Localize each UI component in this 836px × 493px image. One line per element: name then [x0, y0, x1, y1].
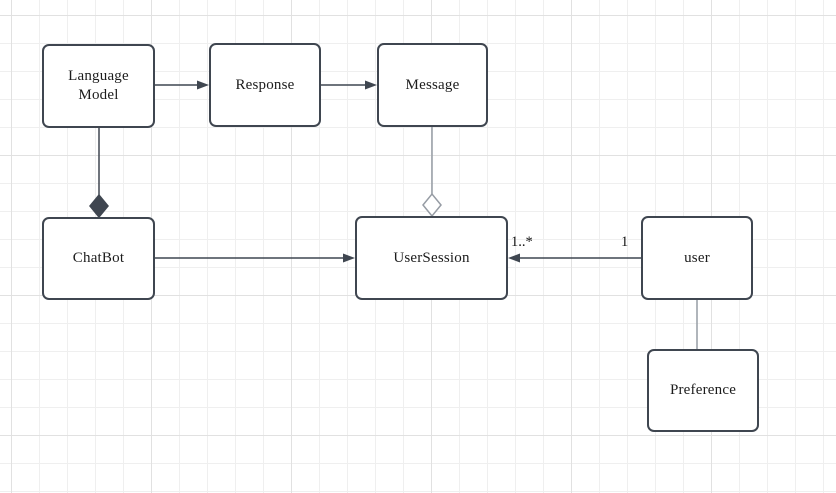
- node-language-model[interactable]: Language Model: [42, 44, 155, 128]
- edge-chatbot-to-usersession[interactable]: [155, 253, 355, 263]
- node-label-user: user: [684, 249, 710, 266]
- node-chatbot[interactable]: ChatBot: [42, 217, 155, 300]
- node-label-response: Response: [235, 76, 295, 93]
- arrowhead: [508, 253, 520, 263]
- node-preference[interactable]: Preference: [647, 349, 759, 432]
- node-message[interactable]: Message: [377, 43, 488, 127]
- edge-language-model-to-response[interactable]: [155, 80, 209, 90]
- multiplicity-label: 1..*: [511, 234, 533, 250]
- node-label-usersession: UserSession: [393, 249, 470, 266]
- edge-response-to-message[interactable]: [321, 80, 377, 90]
- composition-diamond-icon: [89, 193, 109, 219]
- aggregation-diamond-icon: [422, 192, 442, 218]
- node-usersession[interactable]: UserSession: [355, 216, 508, 300]
- edge-language-model-to-chatbot[interactable]: [89, 128, 109, 219]
- node-user[interactable]: user: [641, 216, 753, 300]
- multiplicity-label: 1: [621, 234, 629, 250]
- arrowhead: [365, 80, 377, 90]
- arrowhead: [343, 253, 355, 263]
- node-response[interactable]: Response: [209, 43, 321, 127]
- edge-message-to-usersession[interactable]: [422, 127, 442, 218]
- arrowhead: [197, 80, 209, 90]
- edge-user-to-usersession[interactable]: [508, 253, 641, 263]
- node-label-message: Message: [405, 76, 460, 93]
- node-label-preference: Preference: [669, 382, 737, 398]
- node-label-chatbot: ChatBot: [72, 250, 125, 266]
- node-label-language-model: Language Model: [68, 68, 129, 103]
